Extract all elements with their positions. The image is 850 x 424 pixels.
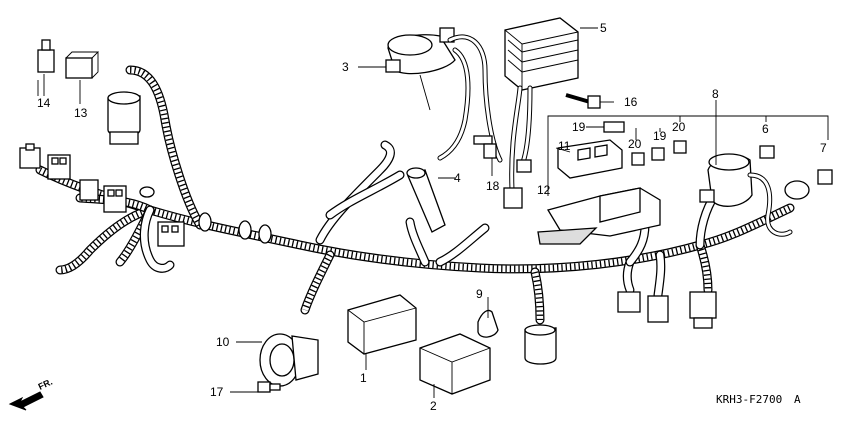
callout-labels: 1 2 3 4 5 6 7 8 9 10 11 12 13 14 16 17 1… <box>37 21 827 413</box>
center-plug <box>524 324 557 365</box>
arrow-front-icon <box>8 391 44 411</box>
callout-9: 9 <box>476 287 483 301</box>
callout-8: 8 <box>712 87 719 101</box>
callout-18: 18 <box>486 179 500 193</box>
callout-4: 4 <box>454 171 461 185</box>
direction-label: FR. <box>37 377 54 392</box>
front-direction-indicator: FR. <box>8 377 54 411</box>
callout-13: 13 <box>74 106 88 120</box>
callout-7: 7 <box>820 141 827 155</box>
callout-10: 10 <box>216 335 230 349</box>
cdi-unit <box>347 294 417 355</box>
callout-20b: 20 <box>672 120 686 134</box>
diagram-code: KRH3-F2700 A <box>716 393 801 406</box>
callout-6: 6 <box>762 122 769 136</box>
bolt-18 <box>473 135 497 159</box>
bolt-16 <box>565 93 601 109</box>
callout-14: 14 <box>37 96 51 110</box>
callout-20a: 20 <box>628 137 642 151</box>
callout-11: 11 <box>558 139 571 153</box>
right-lower-connectors <box>617 291 717 329</box>
callout-17: 17 <box>210 385 224 399</box>
diagram-code-text: KRH3-F2700 <box>716 393 782 406</box>
bolt-17 <box>257 381 281 393</box>
callout-2: 2 <box>430 399 437 413</box>
part-13 <box>65 51 100 104</box>
callout-5: 5 <box>600 21 607 35</box>
callout-12: 12 <box>537 183 551 197</box>
part-6-7 <box>759 145 833 185</box>
callout-16: 16 <box>624 95 638 109</box>
callout-3: 3 <box>342 60 349 74</box>
ignition-coil-8 <box>699 153 810 237</box>
ignition-coil <box>385 27 503 163</box>
callout-1: 1 <box>360 371 367 385</box>
relay-box <box>419 333 491 395</box>
callout-19b: 19 <box>653 129 667 143</box>
diagram-revision: A <box>794 393 801 406</box>
spark-plug-cap <box>406 167 446 233</box>
harness-grommets <box>198 212 272 244</box>
horn <box>259 333 319 387</box>
left-connectors <box>19 143 185 247</box>
callout-19a: 19 <box>572 120 586 134</box>
fuse-box <box>537 139 661 245</box>
turn-signal-relay <box>107 91 141 145</box>
leader-lines <box>37 27 829 398</box>
part-14 <box>37 39 55 96</box>
part-9 <box>477 297 499 338</box>
regulator-rectifier <box>503 17 579 209</box>
